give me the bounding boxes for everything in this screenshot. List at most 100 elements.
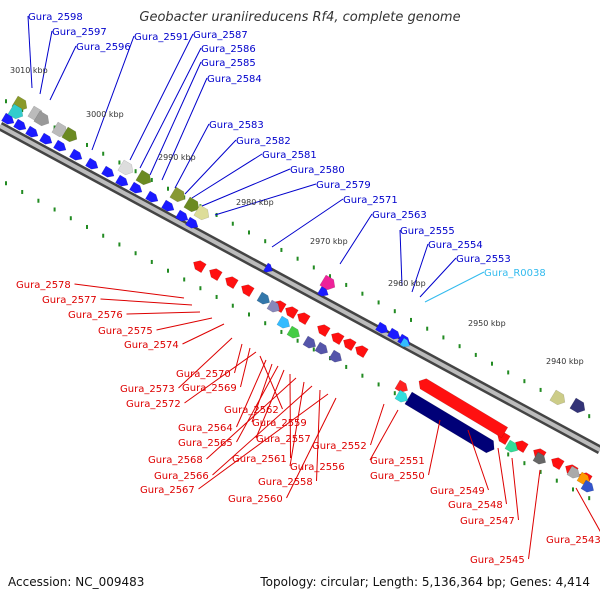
gene-label: Gura_2586 — [201, 44, 256, 55]
scale-dot — [118, 160, 121, 165]
gene-label: Gura_2591 — [134, 32, 189, 43]
leader-line — [528, 469, 541, 560]
gene-arrow — [39, 132, 53, 145]
scale-dot — [248, 312, 250, 317]
scale-dot — [69, 216, 72, 221]
gene-label: Gura_2563 — [372, 210, 427, 221]
gene-arrow — [263, 262, 273, 273]
scale-dot — [183, 277, 186, 282]
gene-arrow — [209, 268, 223, 282]
scale-dot — [21, 107, 24, 112]
scale-dot — [134, 251, 137, 256]
gene-label: Gura_2576 — [68, 310, 123, 321]
gene-label: Gura_2578 — [16, 280, 71, 291]
scale-dot — [523, 379, 526, 384]
gene-arrow — [225, 276, 239, 290]
scale-dot — [393, 391, 396, 396]
gene-label: Gura_2545 — [470, 555, 525, 566]
scale-dot — [555, 478, 558, 483]
scale-dot — [53, 207, 56, 212]
scale-dot — [199, 286, 202, 291]
scale-tick-label: 2960 kbp — [388, 279, 426, 288]
leader-line — [255, 369, 285, 439]
scale-dot — [150, 259, 153, 264]
gene-arrow — [13, 118, 27, 131]
gene-arrow — [418, 378, 509, 439]
gene-label: Gura_2543 — [546, 535, 600, 546]
scale-dot — [345, 282, 348, 287]
gene-arrow — [355, 345, 369, 359]
scale-dot — [5, 181, 7, 186]
leader-line — [289, 373, 291, 459]
scale-tick-label: 2980 kbp — [236, 198, 274, 207]
leader-line — [129, 33, 194, 161]
gene-arrow — [394, 389, 409, 403]
scale-dot — [53, 125, 56, 130]
leader-line — [419, 257, 457, 298]
gene-label: Gura_2583 — [209, 120, 264, 131]
scale-dot — [539, 469, 542, 474]
leader-line — [91, 35, 135, 151]
scale-dot — [296, 338, 299, 343]
scale-dot — [150, 177, 153, 182]
scale-dot — [588, 496, 591, 501]
leader-line — [289, 381, 305, 467]
gene-arrow — [175, 209, 189, 222]
leader-line — [212, 385, 313, 476]
scale-dot — [426, 326, 429, 331]
gene-label: Gura_2568 — [148, 455, 203, 466]
accession-text: Accession: NC_009483 — [8, 575, 145, 589]
gene-label: Gura_2596 — [76, 42, 131, 53]
gene-arrow — [241, 284, 255, 298]
scale-dot — [248, 230, 250, 235]
scale-dot — [539, 387, 542, 392]
gene-label: Gura_2585 — [201, 58, 256, 69]
leader-line — [191, 153, 263, 199]
gene-label: Gura_2582 — [236, 136, 291, 147]
scale-dot — [102, 151, 105, 156]
scale-dot — [21, 189, 24, 194]
gene-arrow — [331, 332, 345, 346]
leader-line — [428, 419, 441, 476]
gene-arrow — [7, 103, 24, 120]
map-title: Geobacter uraniireducens Rf4, complete g… — [139, 10, 461, 25]
leader-line — [74, 283, 185, 299]
gene-label: Gura_2562 — [224, 405, 279, 416]
gene-arrow — [33, 110, 50, 127]
gene-arrow — [302, 335, 317, 349]
gene-label: Gura_2574 — [124, 340, 179, 351]
gene-arrow — [161, 199, 175, 212]
gene-arrow — [532, 451, 547, 465]
gene-label: Gura_2565 — [178, 438, 233, 449]
leader-line — [370, 403, 385, 446]
gene-label: Gura_2556 — [290, 462, 345, 473]
scale-dot — [474, 352, 477, 357]
scale-dot — [312, 265, 315, 270]
gene-arrow — [145, 190, 159, 203]
gene-arrow — [387, 327, 401, 340]
gene-label: Gura_2557 — [256, 434, 311, 445]
scale-dot — [572, 487, 574, 492]
leader-line — [271, 198, 344, 248]
scale-dot — [167, 186, 169, 191]
leader-line — [286, 397, 337, 499]
gene-label: Gura_2597 — [52, 27, 107, 38]
scale-dot — [361, 373, 364, 378]
leader-line — [497, 447, 507, 505]
scale-dot — [231, 303, 234, 308]
gene-arrow — [69, 148, 83, 161]
gene-arrow — [193, 204, 210, 221]
gene-label: Gura_2553 — [456, 254, 511, 265]
gene-arrow — [285, 306, 299, 320]
gene-arrow — [256, 291, 271, 305]
scale-dot — [523, 461, 526, 466]
gene-label: Gura_2560 — [228, 494, 283, 505]
leader-line — [39, 30, 53, 95]
scale-dot — [118, 242, 121, 247]
gene-arrow — [117, 159, 134, 176]
scale-dot — [312, 347, 315, 352]
leader-line — [156, 317, 213, 331]
scale-dot — [491, 361, 493, 366]
genome-summary-text: Topology: circular; Length: 5,136,364 bp… — [260, 575, 590, 589]
